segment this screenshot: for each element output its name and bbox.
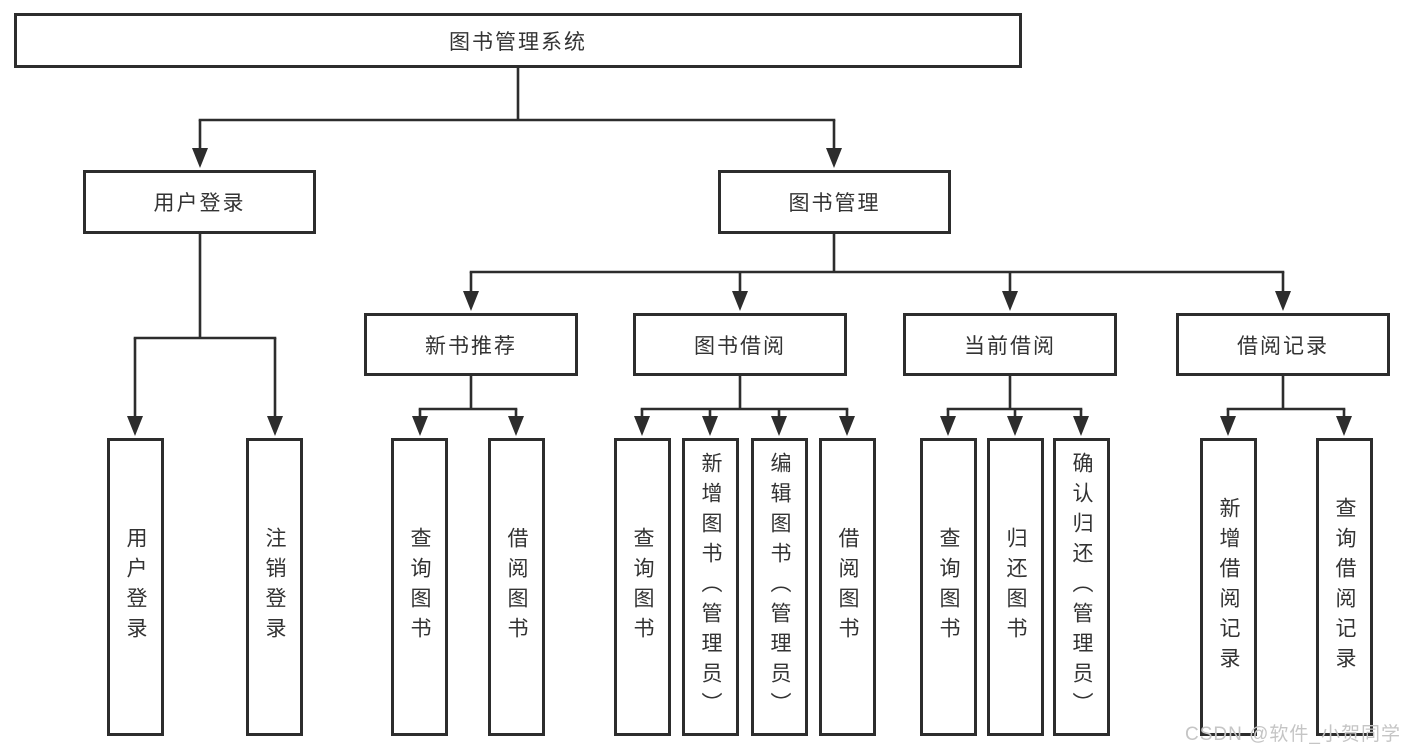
node-book-management: 图书管理 — [718, 170, 951, 234]
connector-book-management — [463, 233, 1291, 311]
leaf-label: 查询图书 — [631, 527, 654, 647]
leaf-confirm-return-admin: 确认归还（管理员） — [1053, 438, 1110, 736]
node-current-borrow: 当前借阅 — [903, 313, 1117, 376]
connector-current-borrow — [940, 376, 1089, 436]
leaf-label: 确认归还（管理员） — [1070, 452, 1093, 722]
connector-user-login — [127, 233, 283, 436]
connector-new-book-recommend — [412, 376, 524, 436]
node-label: 图书管理 — [788, 192, 881, 215]
node-label: 新书推荐 — [425, 334, 517, 358]
leaf-logout: 注销登录 — [246, 438, 303, 736]
leaf-label: 查询借阅记录 — [1333, 497, 1356, 677]
node-label: 图书借阅 — [694, 334, 786, 358]
csdn-watermark: CSDN @软件_小贺同学 — [1185, 724, 1401, 745]
leaf-return-books: 归还图书 — [987, 438, 1044, 736]
leaf-label: 归还图书 — [1004, 527, 1027, 647]
node-label: 当前借阅 — [964, 334, 1056, 358]
leaf-label: 借阅图书 — [505, 527, 528, 647]
leaf-query-books: 查询图书 — [614, 438, 671, 736]
connector-book-borrow — [634, 376, 855, 436]
leaf-label: 新增图书（管理员） — [699, 452, 722, 722]
leaf-borrow-books: 借阅图书 — [488, 438, 545, 736]
connector-borrow-records — [1220, 376, 1352, 436]
leaf-user-login: 用户登录 — [107, 438, 164, 736]
leaf-label: 借阅图书 — [836, 527, 859, 647]
leaf-add-borrow-record: 新增借阅记录 — [1200, 438, 1257, 736]
leaf-label: 查询图书 — [408, 527, 431, 647]
leaf-label: 用户登录 — [124, 527, 147, 647]
leaf-borrow-books: 借阅图书 — [819, 438, 876, 736]
node-label: 用户登录 — [153, 192, 246, 215]
leaf-label: 新增借阅记录 — [1217, 497, 1240, 677]
leaf-label: 编辑图书（管理员） — [768, 452, 791, 722]
node-book-borrow: 图书借阅 — [633, 313, 847, 376]
leaf-label: 注销登录 — [263, 527, 286, 647]
node-library-management-system: 图书管理系统 — [14, 13, 1022, 68]
node-label: 借阅记录 — [1237, 334, 1329, 358]
leaf-query-books: 查询图书 — [391, 438, 448, 736]
leaf-query-books: 查询图书 — [920, 438, 977, 736]
connector-root — [192, 68, 842, 168]
leaf-edit-books-admin: 编辑图书（管理员） — [751, 438, 808, 736]
node-user-login: 用户登录 — [83, 170, 316, 234]
leaf-query-borrow-record: 查询借阅记录 — [1316, 438, 1373, 736]
leaf-label: 查询图书 — [937, 527, 960, 647]
node-new-book-recommend: 新书推荐 — [364, 313, 578, 376]
node-borrow-records: 借阅记录 — [1176, 313, 1390, 376]
leaf-add-books-admin: 新增图书（管理员） — [682, 438, 739, 736]
node-label: 图书管理系统 — [449, 30, 587, 54]
